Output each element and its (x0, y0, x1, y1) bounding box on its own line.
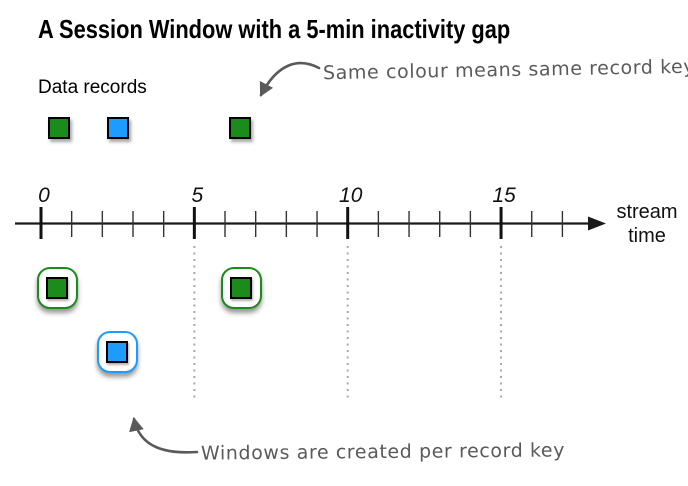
tick-label: 15 (492, 184, 516, 207)
data-record-green (229, 117, 252, 139)
data-record-blue (106, 341, 129, 363)
diagram-title: A Session Window with a 5-min inactivity… (38, 14, 511, 44)
axis-label-stream-time: stream time (606, 200, 688, 248)
data-record-green (230, 277, 253, 299)
data-record-green (48, 117, 71, 139)
axis-label-line2: time (628, 225, 666, 247)
session-window-green (220, 267, 262, 309)
tick-label: 10 (339, 184, 363, 207)
tick-label: 0 (38, 184, 50, 207)
session-window-green (36, 267, 78, 309)
axis-ticks: 0 5 10 15 (38, 184, 564, 239)
tick-label: 5 (192, 184, 204, 207)
data-record-green (46, 277, 69, 299)
annotation-arrow-windows-per-key (129, 417, 199, 454)
axis-label-line1: stream (616, 201, 678, 223)
session-window-blue (96, 331, 138, 373)
data-record-blue (106, 117, 129, 139)
annotation-arrow-same-colour (259, 61, 321, 97)
axis-arrowhead-icon (588, 216, 606, 231)
data-records-label: Data records (38, 77, 147, 98)
